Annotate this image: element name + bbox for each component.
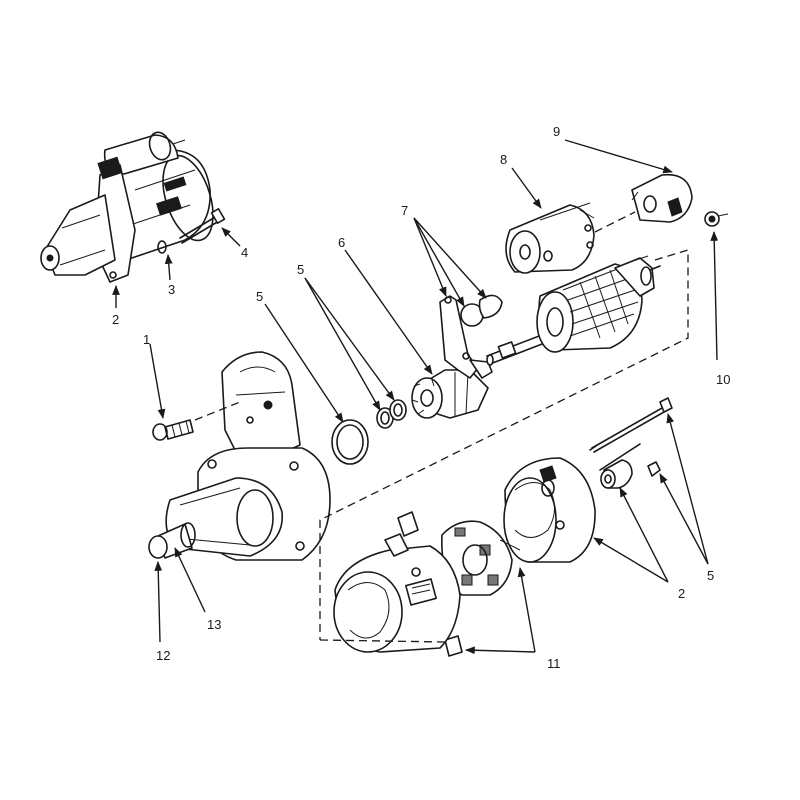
assembled-washer	[157, 240, 167, 254]
leader-2-bushing	[619, 487, 669, 583]
callout-6: 6	[338, 235, 345, 250]
snap-ring	[331, 419, 369, 465]
callout-2-right: 2	[678, 586, 685, 601]
plug	[647, 461, 661, 477]
callout-5-mid: 5	[297, 262, 304, 277]
leader-9	[564, 139, 673, 174]
leader-5-mid-a	[304, 277, 381, 411]
assembly-axis-upper	[194, 401, 241, 421]
commutator-end-bushing	[600, 459, 633, 489]
shift-lever	[439, 295, 493, 379]
through-bolts	[589, 397, 673, 471]
brush-holder	[441, 520, 521, 657]
plunger	[631, 173, 693, 223]
retainer-collar	[376, 399, 407, 429]
lever-bushing	[460, 294, 503, 327]
leader-2-frame	[593, 537, 669, 583]
solenoid	[505, 202, 595, 274]
leader-5-right-b	[659, 473, 709, 565]
callout-1: 1	[143, 332, 150, 347]
assembled-through-bolt	[179, 208, 226, 244]
leader-5-right-a	[666, 413, 709, 565]
callout-12: 12	[156, 648, 170, 663]
armature	[486, 255, 661, 366]
leader-13	[174, 547, 206, 613]
leader-8	[511, 167, 542, 209]
leader-6	[344, 249, 433, 375]
leader-5-mid-b	[304, 277, 395, 401]
callout-9: 9	[553, 124, 560, 139]
assembled-starter	[40, 131, 214, 283]
drive-end-housing	[148, 351, 331, 561]
callout-13: 13	[207, 617, 221, 632]
callout-8: 8	[500, 152, 507, 167]
callout-3: 3	[168, 282, 175, 297]
leader-11-a	[465, 646, 536, 655]
leader-12	[154, 561, 163, 643]
assembly-axis-main	[594, 211, 636, 233]
leader-5-left	[264, 303, 344, 423]
callout-10: 10	[716, 372, 730, 387]
field-frame	[333, 511, 461, 653]
callout-5-right: 5	[707, 568, 714, 583]
leader-1	[149, 343, 166, 419]
callout-11: 11	[547, 656, 561, 671]
drive-pinion-clutch	[411, 369, 489, 419]
leader-4	[221, 227, 241, 247]
callout-5-left: 5	[256, 289, 263, 304]
frame-outline-bottom	[319, 639, 446, 643]
frame-outline-right	[319, 249, 689, 640]
callout-2-assembled: 2	[112, 312, 119, 327]
terminal-nut	[704, 211, 729, 227]
leader-7-c	[413, 217, 487, 299]
commutator-end-frame	[503, 457, 596, 563]
leader-10	[710, 231, 719, 361]
callout-7: 7	[401, 203, 408, 218]
leader-7-b	[413, 217, 465, 307]
leader-3	[164, 254, 173, 281]
leader-11-b	[517, 567, 536, 653]
callout-4: 4	[241, 245, 248, 260]
mounting-bolt	[152, 419, 194, 441]
leader-7-a	[413, 217, 447, 297]
